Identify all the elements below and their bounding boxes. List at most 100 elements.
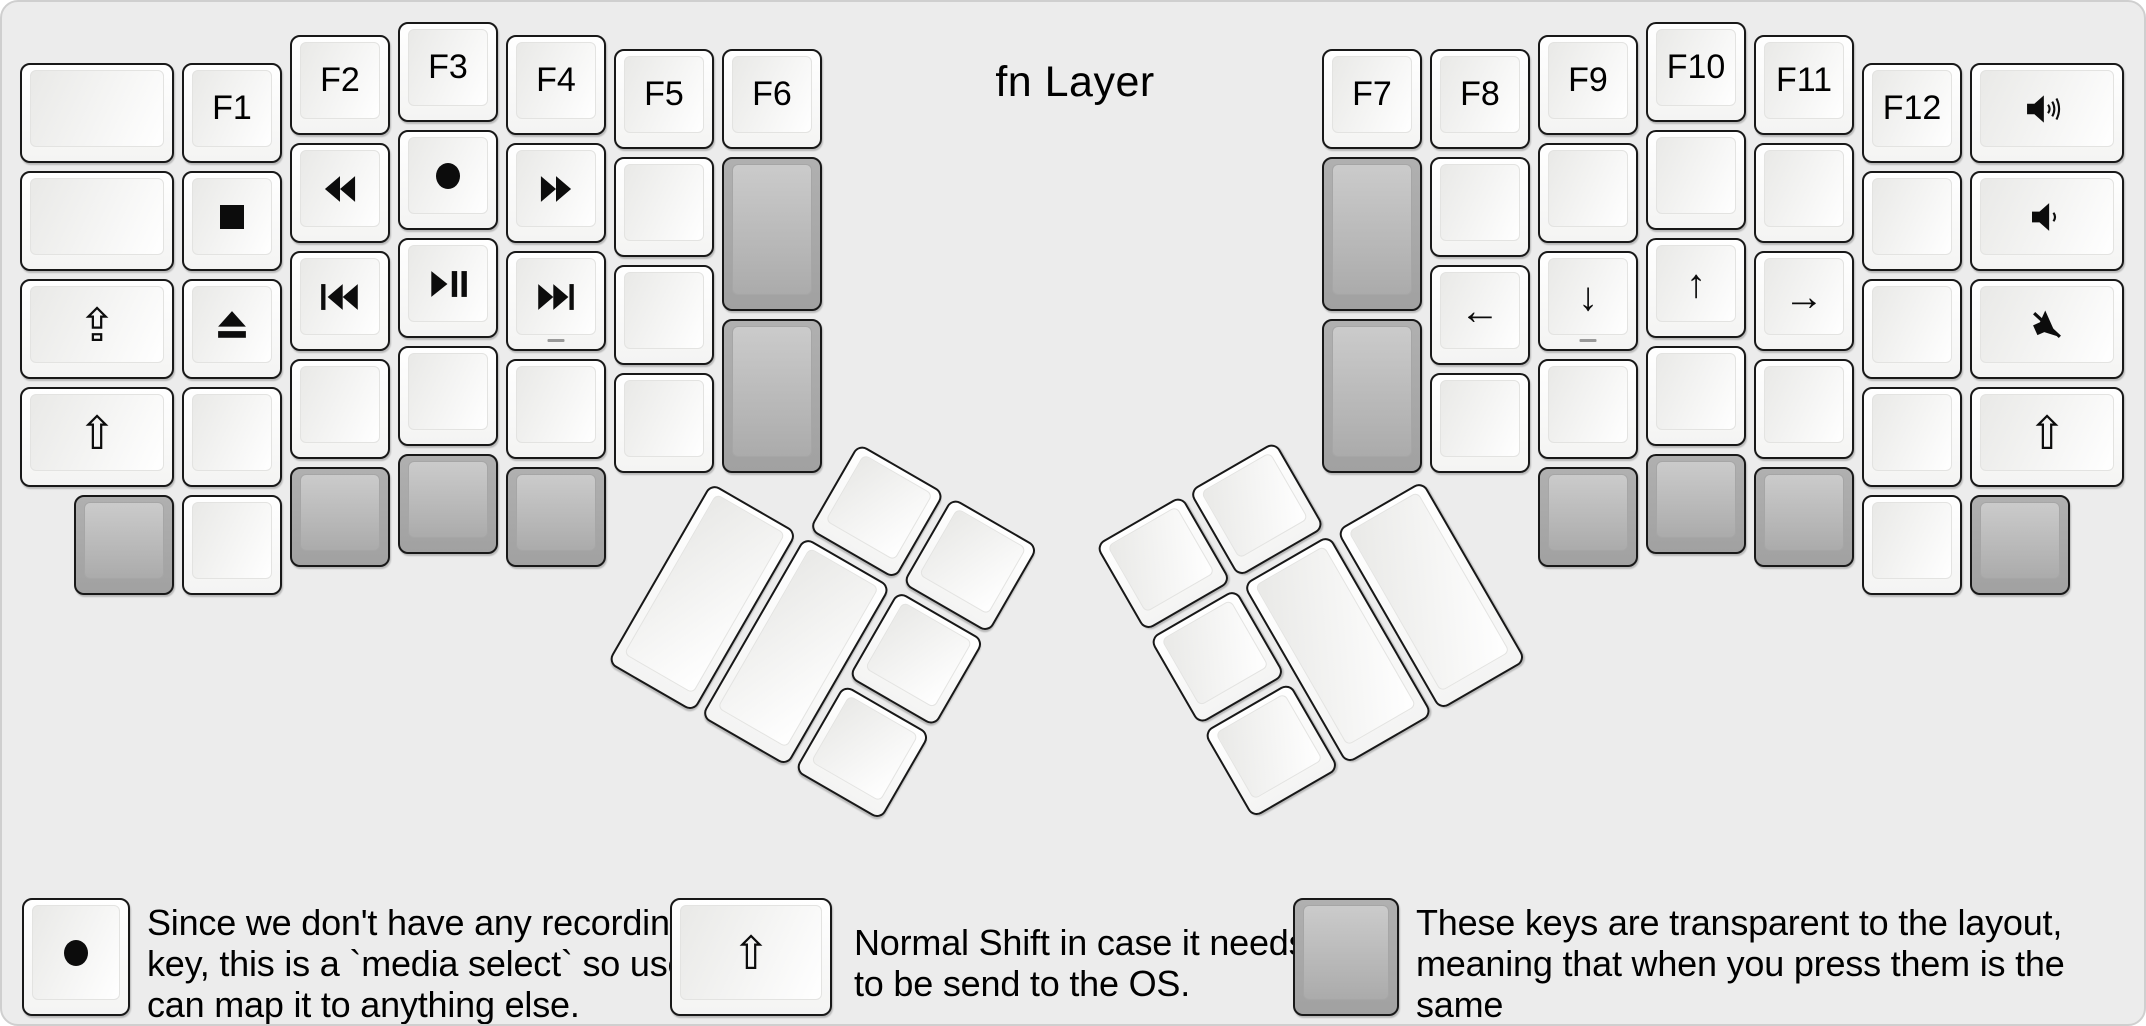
key-blank[interactable] xyxy=(20,171,174,271)
key-blank[interactable] xyxy=(290,359,390,459)
keytop xyxy=(1980,70,2114,147)
key-f6[interactable]: F6 xyxy=(722,49,822,149)
key-blank[interactable] xyxy=(1862,495,1962,595)
key-fast-forward[interactable] xyxy=(506,143,606,243)
keytop xyxy=(1548,474,1628,551)
key-f9[interactable]: F9 xyxy=(1538,35,1638,135)
key-f2[interactable]: F2 xyxy=(290,35,390,135)
key-blank[interactable] xyxy=(1538,143,1638,243)
key-blank[interactable] xyxy=(1754,359,1854,459)
keytop xyxy=(624,164,704,241)
key-blank[interactable] xyxy=(614,157,714,257)
key-blank[interactable] xyxy=(614,373,714,473)
key-transparent[interactable] xyxy=(1538,467,1638,567)
key-arrow-left[interactable]: ← xyxy=(1430,265,1530,365)
key-blank[interactable] xyxy=(1430,373,1530,473)
key-record[interactable] xyxy=(22,898,130,1016)
keytop: ↑ xyxy=(1656,245,1736,322)
shift-icon: ⇧ xyxy=(731,926,771,979)
key-f12[interactable]: F12 xyxy=(1862,63,1962,163)
key-transparent[interactable] xyxy=(1322,157,1422,311)
key-arrow-up[interactable]: ↑ xyxy=(1646,238,1746,338)
keytop xyxy=(408,137,488,214)
arrow-up-icon: ↑ xyxy=(1686,261,1706,306)
key-f5[interactable]: F5 xyxy=(614,49,714,149)
key-f4[interactable]: F4 xyxy=(506,35,606,135)
key-shift[interactable]: ⇧ xyxy=(670,898,832,1016)
layer-title: fn Layer xyxy=(995,58,1155,106)
key-next-track[interactable] xyxy=(506,251,606,351)
keytop xyxy=(1200,452,1309,559)
key-shift[interactable]: ⇧ xyxy=(20,387,174,487)
keytop: F11 xyxy=(1764,42,1844,119)
keytop xyxy=(1764,474,1844,551)
keytop: ⇧ xyxy=(680,905,822,1000)
keytop xyxy=(732,164,812,295)
key-transparent[interactable] xyxy=(398,454,498,554)
key-transparent[interactable] xyxy=(1293,898,1399,1016)
key-blank[interactable] xyxy=(1646,346,1746,446)
key-f3[interactable]: F3 xyxy=(398,22,498,122)
keytop xyxy=(1440,164,1520,241)
key-mute[interactable] xyxy=(1970,279,2124,379)
key-eject[interactable] xyxy=(182,279,282,379)
keytop xyxy=(30,178,164,255)
key-play-pause[interactable] xyxy=(398,238,498,338)
keytop xyxy=(1656,137,1736,214)
key-f1[interactable]: F1 xyxy=(182,63,282,163)
key-blank[interactable] xyxy=(1646,130,1746,230)
key-f7[interactable]: F7 xyxy=(1322,49,1422,149)
key-transparent[interactable] xyxy=(506,467,606,567)
legend-text-transparent: These keys are transparent to the layout… xyxy=(1416,902,2065,1025)
key-shift[interactable]: ⇧ xyxy=(1970,387,2124,487)
key-blank[interactable] xyxy=(1862,171,1962,271)
key-blank[interactable] xyxy=(1430,157,1530,257)
key-volume-down[interactable] xyxy=(1970,171,2124,271)
key-volume-up[interactable] xyxy=(1970,63,2124,163)
key-record[interactable] xyxy=(398,130,498,230)
key-label: F1 xyxy=(212,89,252,127)
key-blank[interactable] xyxy=(614,265,714,365)
keytop xyxy=(1107,506,1215,613)
key-transparent[interactable] xyxy=(722,319,822,473)
key-blank[interactable] xyxy=(506,359,606,459)
key-caps-lock[interactable]: ⇪ xyxy=(20,279,174,379)
key-blank[interactable] xyxy=(182,495,282,595)
key-blank[interactable] xyxy=(398,346,498,446)
stop-icon xyxy=(219,204,245,230)
key-blank[interactable] xyxy=(1538,359,1638,459)
key-blank[interactable] xyxy=(1862,387,1962,487)
key-f8[interactable]: F8 xyxy=(1430,49,1530,149)
keytop: F10 xyxy=(1656,29,1736,106)
key-previous-track[interactable] xyxy=(290,251,390,351)
key-blank[interactable] xyxy=(182,387,282,487)
keytop xyxy=(1872,394,1952,471)
key-f11[interactable]: F11 xyxy=(1754,35,1854,135)
key-f10[interactable]: F10 xyxy=(1646,22,1746,122)
key-transparent[interactable] xyxy=(1754,467,1854,567)
keytop xyxy=(1872,286,1952,363)
key-transparent[interactable] xyxy=(1322,319,1422,473)
key-label: F4 xyxy=(536,61,576,99)
key-transparent[interactable] xyxy=(722,157,822,311)
key-transparent[interactable] xyxy=(290,467,390,567)
volume-down-icon xyxy=(2030,202,2064,232)
key-blank[interactable] xyxy=(20,63,174,163)
key-transparent[interactable] xyxy=(1970,495,2070,595)
homing-dash xyxy=(547,339,565,342)
key-stop[interactable] xyxy=(182,171,282,271)
shift-icon: ⇧ xyxy=(2027,406,2067,459)
key-blank[interactable] xyxy=(1862,279,1962,379)
keytop: F8 xyxy=(1440,56,1520,133)
keytop: F7 xyxy=(1332,56,1412,133)
previous-track-icon xyxy=(320,283,360,311)
keytop xyxy=(624,272,704,349)
keytop xyxy=(192,394,272,471)
key-rewind[interactable] xyxy=(290,143,390,243)
key-arrow-down[interactable]: ↓ xyxy=(1538,251,1638,351)
key-transparent[interactable] xyxy=(1646,454,1746,554)
key-arrow-right[interactable]: → xyxy=(1754,251,1854,351)
key-transparent[interactable] xyxy=(74,495,174,595)
eject-icon xyxy=(217,310,247,339)
key-blank[interactable] xyxy=(1754,143,1854,243)
